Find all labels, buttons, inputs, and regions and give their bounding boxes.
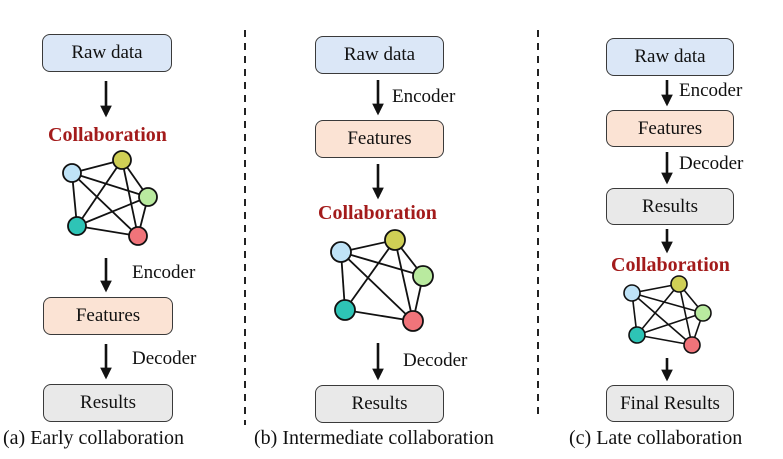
panel-c-final-results-box: Final Results [606,385,734,422]
panel-c-final-results-label: Final Results [620,392,720,414]
panel-a-raw-data-box: Raw data [42,34,172,72]
panel-a-node-blue [62,163,82,183]
panel-a-encoder-label: Encoder [132,262,196,283]
panel-c-collaboration-label: Collaboration [611,254,730,276]
panel-c-raw-data-box: Raw data [606,38,734,76]
panel-c-collaboration-graph [623,275,712,354]
panel-a-collaboration-label: Collaboration [48,124,167,146]
panel-b-encoder-label: Encoder [392,86,456,107]
panel-c-node-blue [623,284,641,302]
panel-a-node-olive [112,150,132,170]
panel-b-decoder-label: Decoder [403,350,468,371]
panel-b-raw-data-label: Raw data [343,44,416,65]
panel-a-features-label: Features [75,305,141,326]
panel-a-raw-data-label: Raw data [71,42,143,63]
panel-c-results-box: Results [606,188,734,225]
panel-a-collaboration-graph [62,150,158,246]
panel-a-node-teal [67,216,87,236]
panel-b-node-teal [334,299,356,321]
panel-a-features-box: Features [43,297,173,335]
panel-c-decoder-label: Decoder [679,153,744,174]
panel-a-caption: (a) Early collaboration [3,427,185,449]
panel-b-node-blue [330,241,352,263]
panel-a-node-red [128,226,148,246]
panel-c-node-red [683,336,701,354]
panel-c-caption: (c) Late collaboration [569,427,743,449]
panel-b-node-red [402,310,424,332]
panel-b-node-olive [384,229,406,251]
panel-c-node-green [694,304,712,322]
panel-b-collaboration-label: Collaboration [318,202,437,224]
panel-b-node-green [412,265,434,287]
panel-c-features-box: Features [606,110,734,147]
panel-b-caption: (b) Intermediate collaboration [254,427,494,449]
panel-c-encoder-label: Encoder [679,80,743,101]
panel-c-features-label: Features [637,117,703,139]
panel-c-results-label: Results [642,195,698,217]
panel-c-node-olive [670,275,688,293]
panel-a-results-box: Results [43,384,173,422]
panel-b-features-box: Features [315,120,444,158]
panel-b-collaboration-graph [330,229,434,332]
panel-b-raw-data-box: Raw data [315,36,444,74]
panel-a-node-green [138,187,158,207]
panel-c-raw-data-label: Raw data [634,46,706,67]
panel-b-results-box: Results [315,385,444,423]
panel-a-decoder-label: Decoder [132,348,197,369]
panel-a-results-label: Results [80,392,136,413]
panel-b-results-label: Results [351,393,408,414]
panel-b-features-label: Features [347,128,412,149]
panel-c-node-teal [628,326,646,344]
